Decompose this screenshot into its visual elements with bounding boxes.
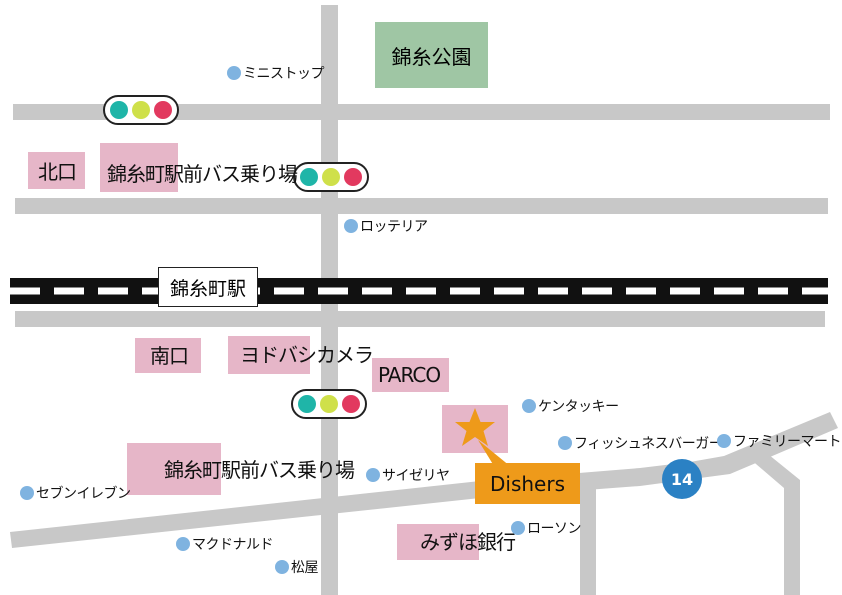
poi-lawson: ローソン [511, 521, 582, 537]
poi-dot-icon [176, 537, 190, 551]
railway [10, 278, 828, 304]
south-bus-label: 錦糸町駅前バス乗り場 [164, 458, 355, 482]
parco-label: PARCO [378, 363, 441, 387]
park-label: 錦糸公園 [375, 22, 488, 88]
poi-dot-icon [717, 434, 731, 448]
north-exit-label: 北口 [38, 160, 77, 184]
north-bus-box [100, 143, 178, 192]
poi-kfc: ケンタッキー [522, 399, 619, 414]
south-exit-label: 南口 [150, 344, 189, 368]
south-exit-box [135, 338, 201, 373]
poi-dot-icon [20, 486, 34, 500]
poi-dot-icon [511, 521, 525, 535]
poi-label: サイゼリヤ [382, 468, 450, 484]
poi-lotteria: ロッテリア [344, 219, 428, 234]
road-branch-2 [742, 446, 800, 595]
poi-familymart: ファミリーマート [717, 434, 842, 450]
yodobashi-label: ヨドバシカメラ [240, 343, 374, 367]
traffic-signal-icon [293, 162, 369, 192]
poi-dot-icon [522, 399, 536, 413]
poi-dot-icon [275, 560, 289, 574]
road-diagonal [10, 412, 838, 548]
road-north-1 [13, 104, 830, 120]
station-label: 錦糸町駅 [158, 267, 258, 307]
road-south-1 [15, 311, 825, 327]
poi-label: マクドナルド [192, 537, 274, 553]
route-badge: 14 [662, 459, 702, 499]
star-icon [455, 408, 495, 446]
poi-dot-icon [366, 468, 380, 482]
mizuho-box [397, 524, 479, 560]
poi-dot-icon [558, 436, 572, 450]
poi-label: セブンイレブン [36, 486, 131, 502]
parco-box [372, 358, 449, 392]
south-bus-box [127, 443, 221, 495]
poi-dot-icon [344, 219, 358, 233]
destination-callout [478, 440, 510, 466]
poi-label: ロッテリア [360, 219, 428, 235]
north-bus-label: 錦糸町駅前バス乗り場 [107, 162, 298, 186]
traffic-signal-icon [291, 389, 367, 419]
poi-label: 松屋 [291, 560, 319, 576]
destination-label: Dishers [475, 463, 580, 504]
poi-dot-icon [227, 66, 241, 80]
poi-label: ミニストップ [243, 66, 325, 82]
traffic-signal-icon [103, 95, 179, 125]
poi-fisshu: フィッシュネスバーガー [558, 436, 723, 452]
poi-label: ローソン [527, 521, 582, 537]
poi-label: ケンタッキー [538, 399, 619, 415]
poi-seven: セブンイレブン [20, 486, 131, 501]
mizuho-label: みずほ銀行 [420, 530, 516, 554]
poi-saizeriya: サイゼリヤ [366, 468, 450, 483]
poi-label: フィッシュネスバーガー [574, 436, 723, 452]
poi-label: ファミリーマート [733, 434, 842, 450]
poi-mcd: マクドナルド [176, 537, 274, 553]
yodobashi-box [228, 336, 310, 374]
road-branch-1 [580, 478, 596, 595]
north-exit-box [28, 152, 85, 189]
poi-matsuya: 松屋 [275, 560, 319, 576]
poi-ministop: ミニストップ [227, 66, 325, 82]
road-north-2 [15, 198, 828, 214]
